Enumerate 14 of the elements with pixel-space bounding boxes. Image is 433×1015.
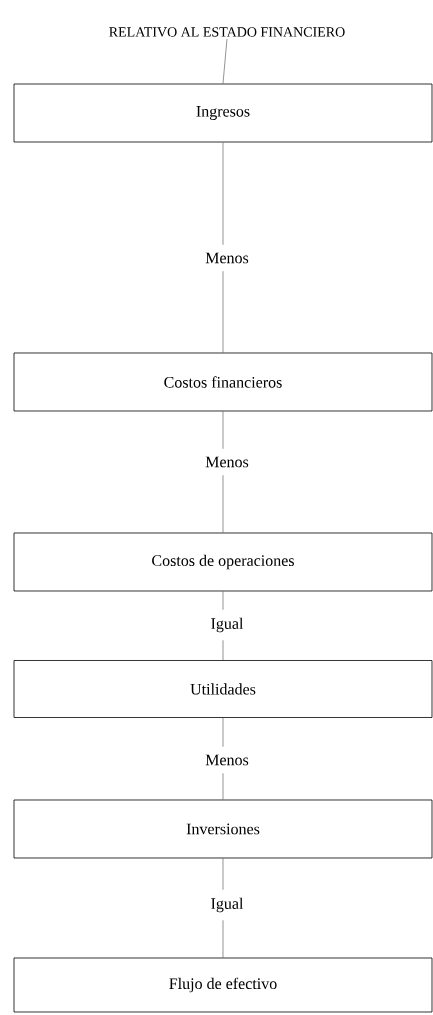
connector-line (222, 142, 224, 353)
edge-label: Menos (197, 746, 257, 774)
heading-text: RELATIVO AL ESTADO FINANCIERO (109, 27, 345, 37)
edge-label: Menos (197, 448, 257, 476)
process-box: Costos financieros (13, 352, 433, 412)
process-box: Utilidades (13, 660, 433, 718)
process-box: Ingresos (13, 83, 433, 143)
connector-line (222, 38, 228, 84)
process-box: Flujo de efectivo (13, 957, 433, 1013)
process-box: Inversiones (13, 799, 433, 859)
edge-label: Menos (197, 244, 257, 272)
edge-label: Igual (202, 889, 252, 921)
edge-label: Igual (202, 609, 252, 641)
process-box: Costos de operaciones (13, 532, 433, 592)
